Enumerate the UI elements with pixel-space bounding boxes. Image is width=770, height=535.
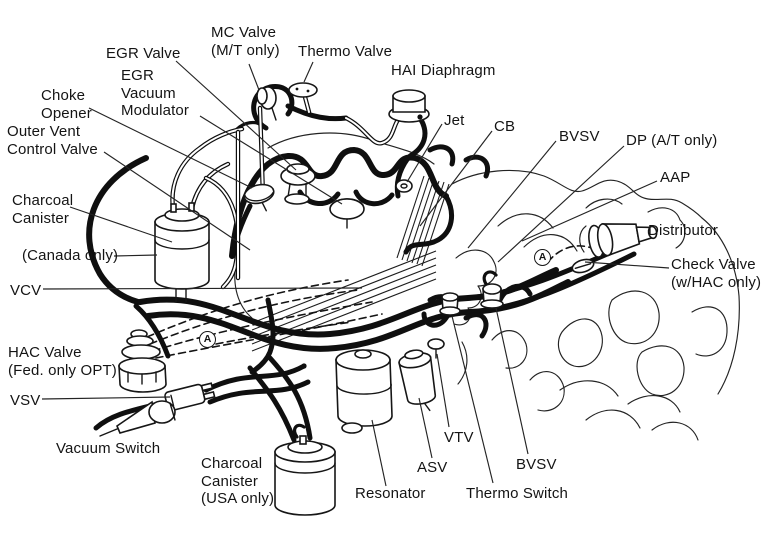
label-hai-diaphragm: HAI Diaphragm: [391, 62, 496, 79]
leader-vtv: [436, 353, 450, 428]
label-vsv: VSV: [10, 392, 41, 409]
tube-hoses: [170, 94, 406, 290]
leader-outer-vent-control-valve: [103, 151, 251, 251]
egr-vacuum-modulator-art: [329, 198, 365, 229]
leader-thermo-valve: [303, 61, 314, 83]
leader-thermo-switch: [451, 315, 494, 484]
circled-a-symbol-left: A: [199, 331, 216, 348]
label-vacuum-switch: Vacuum Switch: [56, 440, 161, 457]
label-canada-only: (Canada only): [22, 247, 119, 264]
label-bvsv-lower: BVSV: [516, 456, 557, 473]
label-thermo-switch: Thermo Switch: [466, 485, 568, 502]
distributor-art: [588, 223, 658, 258]
label-mc-valve: MC Valve (M/T only): [211, 24, 280, 59]
mc-valve-art: [256, 86, 277, 121]
vacuum-switch-art: [99, 400, 176, 437]
choke-opener-art: [243, 183, 275, 212]
label-choke-opener: Choke Opener: [41, 87, 92, 122]
jet-art: [395, 179, 413, 193]
vsv-art: [164, 382, 216, 412]
leader-resonator: [371, 419, 387, 487]
label-charcoal-canister-canada: Charcoal Canister: [12, 192, 74, 227]
components: [99, 82, 658, 516]
leader-vsv: [41, 396, 171, 400]
label-outer-vent-control-valve: Outer Vent Control Valve: [7, 123, 98, 158]
leader-asv: [418, 397, 433, 459]
label-hac-valve: HAC Valve (Fed. only OPT): [8, 344, 117, 379]
label-jet: Jet: [444, 112, 465, 129]
leader-mc-valve: [248, 63, 260, 91]
label-vcv: VCV: [10, 282, 42, 299]
leader-egr-valve: [175, 60, 297, 171]
leader-bvsv-lower: [495, 307, 529, 455]
thermo-switch-art: [439, 292, 461, 316]
leader-jet: [406, 123, 443, 183]
label-vtv: VTV: [444, 429, 474, 446]
leader-cb: [419, 130, 493, 227]
leader-dp: [497, 145, 625, 263]
label-charcoal-canister-usa: Charcoal Canister (USA only): [201, 455, 275, 507]
leader-bvsv-upper: [467, 140, 557, 249]
label-asv: ASV: [417, 459, 448, 476]
label-aap: AAP: [660, 169, 691, 186]
vacuum-hoses: [86, 84, 637, 443]
leader-aap: [521, 180, 658, 242]
asv-art: [398, 349, 437, 412]
label-thermo-valve: Thermo Valve: [298, 43, 393, 60]
resonator-art: [335, 349, 393, 434]
leader-canada-only: [113, 254, 158, 257]
leader-egr-vacuum-modulator: [199, 115, 343, 205]
label-distributor: Distributor: [648, 222, 718, 239]
hac-valve-art: [118, 329, 167, 393]
egr-valve-art: [280, 163, 316, 205]
leader-choke-opener: [88, 107, 253, 189]
label-egr-valve: EGR Valve: [106, 45, 181, 62]
label-bvsv-upper: BVSV: [559, 128, 600, 145]
thermo-valve-art: [288, 82, 318, 98]
leader-lines: [41, 60, 670, 487]
label-check-valve: Check Valve (w/HAC only): [671, 256, 762, 291]
label-cb: CB: [494, 118, 516, 135]
circled-a-symbol-right: A: [534, 249, 551, 266]
label-egr-vacuum-modulator: EGR Vacuum Modulator: [121, 67, 190, 119]
hai-diaphragm-art: [388, 89, 430, 123]
charcoal-canister-usa-art: [274, 435, 336, 516]
vtv-art: [427, 338, 445, 359]
charcoal-canister-canada-art: [154, 202, 210, 303]
bvsv-lower-art: [480, 283, 504, 309]
label-dp-at-only: DP (A/T only): [626, 132, 718, 149]
leader-check-valve: [584, 261, 670, 269]
leader-charcoal-canister-canada: [69, 206, 173, 243]
label-resonator: Resonator: [355, 485, 426, 502]
leader-vcv: [42, 287, 363, 290]
